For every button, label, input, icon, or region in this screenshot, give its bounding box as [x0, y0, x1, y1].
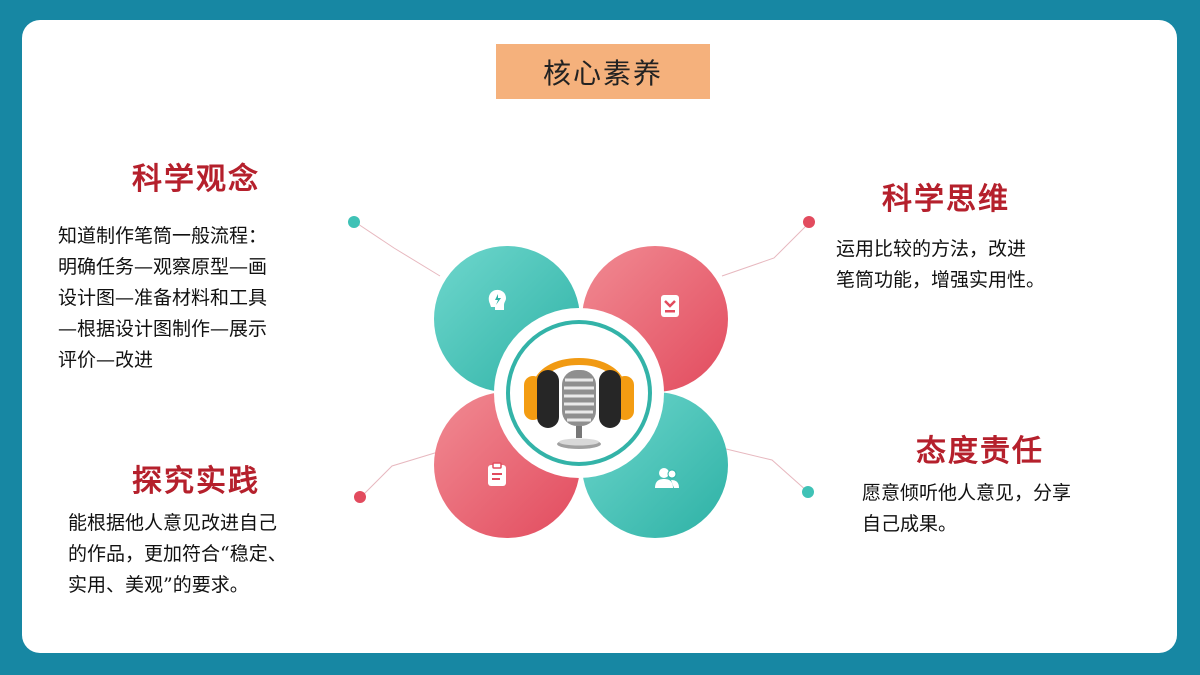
text-thinking-line: 笔筒功能，增强实用性。 [836, 269, 1046, 291]
center-ring [494, 308, 664, 478]
heading-concept: 科学观念 [132, 162, 260, 197]
slide-title: 核心素养 [496, 44, 710, 99]
microphone-headphones-icon [524, 358, 634, 449]
text-concept-line: —根据设计图制作—展示 [58, 318, 268, 340]
text-thinking: 运用比较的方法，改进 笔筒功能，增强实用性。 [836, 234, 1136, 296]
beaker-icon [661, 295, 679, 317]
text-thinking-line: 运用比较的方法，改进 [836, 238, 1027, 260]
center-inner [506, 320, 652, 466]
connector-dot-practice [354, 491, 366, 503]
connector-dot-thinking [803, 216, 815, 228]
slide-card: 核心素养 [22, 20, 1177, 653]
connector-line-practice [361, 451, 439, 497]
text-practice-line: 能根据他人意见改进自己 [68, 512, 278, 534]
text-practice: 能根据他人意见改进自己 的作品，更加符合“稳定、 实用、美观”的要求。 [68, 508, 378, 601]
connector-line-concept [357, 223, 441, 277]
lightbulb-head-icon [488, 289, 506, 310]
text-attitude-line: 自己成果。 [862, 513, 958, 535]
heading-thinking: 科学思维 [882, 182, 1010, 217]
connector-line-thinking [721, 223, 809, 277]
connector-line-attitude [721, 447, 809, 493]
text-concept-line: 知道制作笔筒一般流程： [58, 225, 268, 247]
text-concept-line: 评价—改进 [58, 349, 154, 371]
clipboard-icon [488, 462, 506, 486]
text-concept: 知道制作笔筒一般流程： 明确任务—观察原型—画 设计图—准备材料和工具 —根据设… [58, 221, 358, 376]
text-attitude: 愿意倾听他人意见，分享 自己成果。 [862, 478, 1162, 540]
text-practice-line: 的作品，更加符合“稳定、 [68, 543, 287, 565]
text-practice-line: 实用、美观”的要求。 [68, 574, 249, 596]
heading-attitude: 态度责任 [916, 434, 1044, 469]
text-concept-line: 明确任务—观察原型—画 [58, 256, 268, 278]
users-icon [655, 468, 679, 488]
text-concept-line: 设计图—准备材料和工具 [58, 287, 268, 309]
connector-dot-attitude [802, 486, 814, 498]
text-attitude-line: 愿意倾听他人意见，分享 [862, 482, 1072, 504]
heading-practice: 探究实践 [132, 464, 260, 499]
